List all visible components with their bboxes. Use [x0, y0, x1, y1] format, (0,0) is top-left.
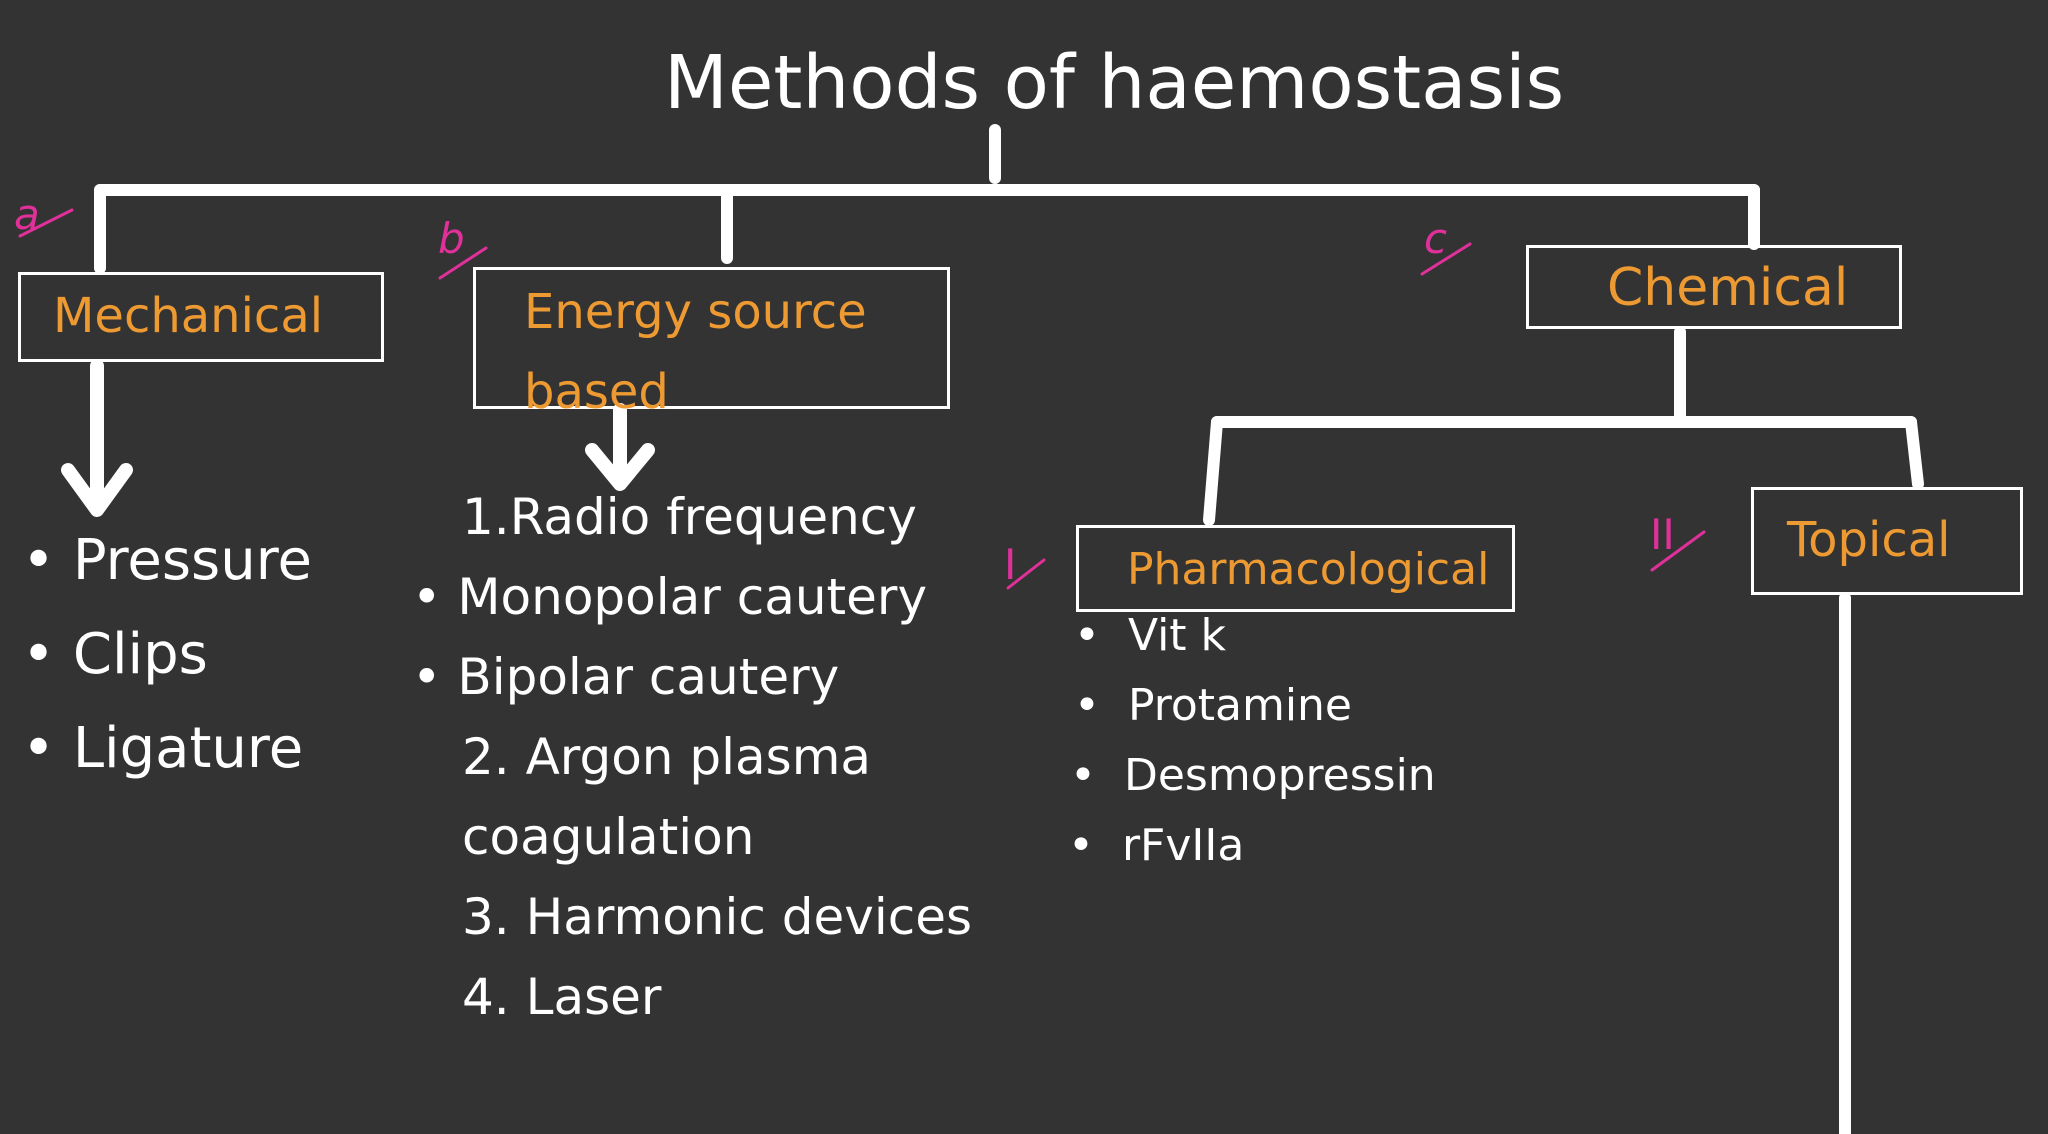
bullet-icon: • [412, 648, 442, 706]
bullet-icon: • [1074, 610, 1100, 661]
bullet-icon: • [1074, 680, 1100, 731]
pharm-item: • Protamine [1074, 680, 1352, 731]
bullet-icon: • [22, 528, 56, 593]
mechanical-box: Mechanical [18, 272, 384, 362]
pharm-item: • Vit k [1074, 610, 1227, 661]
bullet-icon: • [1070, 750, 1096, 801]
energy-label-line1: Energy source [524, 284, 867, 340]
energy-item: • Monopolar cautery [412, 568, 928, 626]
pharm-marker: I [1004, 540, 1017, 589]
energy-item: 2. Argon plasma [462, 728, 872, 786]
energy-item: 4. Laser [462, 968, 662, 1026]
pharmacological-label: Pharmacological [1127, 544, 1490, 595]
pharm-drop-line [1203, 416, 1223, 526]
pharm-item: • rFvIIa [1068, 820, 1245, 871]
topical-drop-line [1905, 416, 1924, 490]
annotation-c-tick [1420, 242, 1472, 276]
topical-box: Topical [1751, 487, 2023, 595]
annotation-a-tick [18, 208, 74, 238]
energy-arrowhead [585, 443, 655, 491]
bullet-icon: • [22, 622, 56, 687]
energy-label-line2: based [524, 364, 669, 420]
chemical-marker: c [1424, 214, 1448, 263]
energy-box: Energy source based [473, 267, 950, 420]
annotation-i-tick [1006, 558, 1046, 590]
mechanical-item: • Clips [22, 622, 208, 687]
chemical-box: Chemical [1526, 245, 1902, 329]
mechanical-item: • Ligature [22, 716, 304, 781]
annotation-b-tick [438, 246, 488, 280]
chemical-label: Chemical [1607, 258, 1849, 318]
topical-marker: II [1650, 510, 1675, 559]
energy-item: • Bipolar cautery [412, 648, 840, 706]
mechanical-arrowhead [61, 463, 133, 517]
pharmacological-box: Pharmacological [1076, 525, 1515, 612]
energy-item: 1.Radio frequency [462, 488, 917, 546]
bullet-icon: • [1068, 820, 1094, 871]
mechanical-item: • Pressure [22, 528, 312, 593]
pharm-item: • Desmopressin [1070, 750, 1436, 801]
diagram-title: Methods of haemostasis [664, 40, 1565, 126]
energy-item: 3. Harmonic devices [462, 888, 973, 946]
energy-marker: b [438, 214, 465, 263]
annotation-ii-tick [1650, 530, 1706, 572]
topical-label: Topical [1787, 512, 1951, 568]
mechanical-marker: a [14, 190, 40, 239]
energy-item: coagulation [462, 808, 755, 866]
mechanical-label: Mechanical [53, 288, 324, 344]
bullet-icon: • [412, 568, 442, 626]
bullet-icon: • [22, 716, 56, 781]
